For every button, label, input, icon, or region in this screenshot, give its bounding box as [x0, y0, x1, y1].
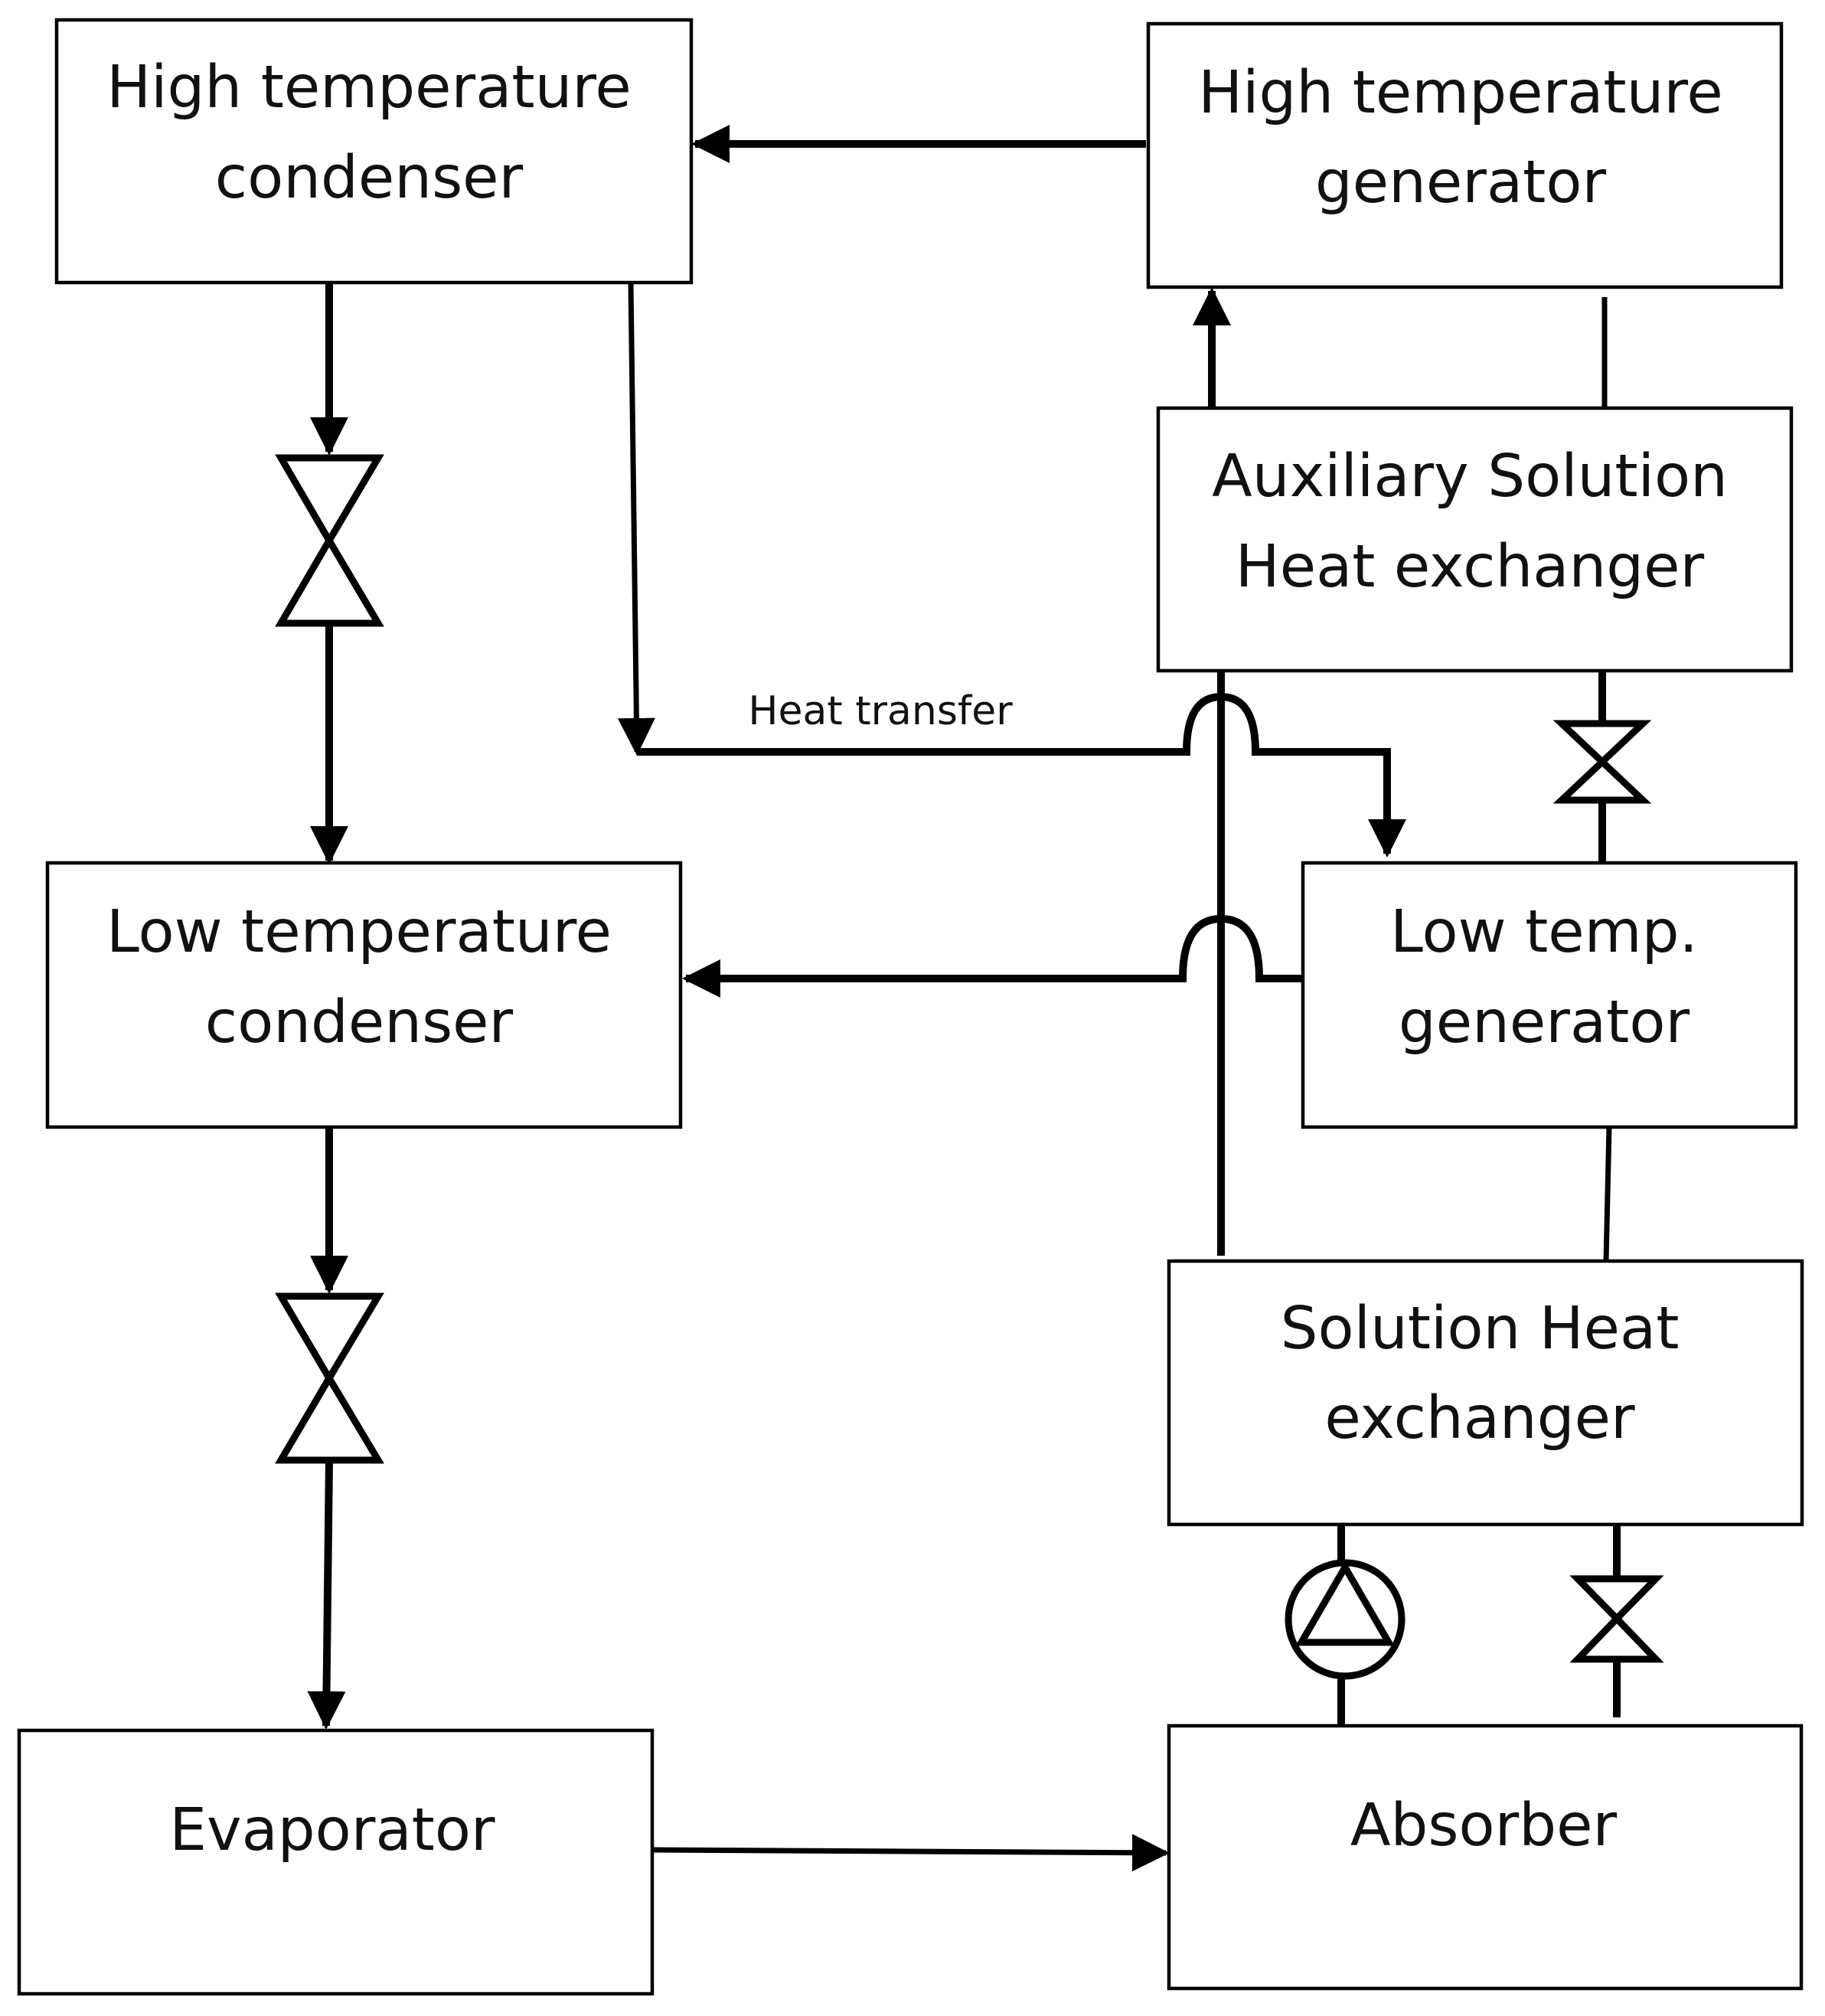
solution-valve-4-icon: [1569, 1575, 1664, 1663]
absorber: Absorber: [1167, 1724, 1804, 1991]
low-temperature-generator-label-line2: generator: [1399, 988, 1690, 1057]
low-temperature-generator-label-line1: Low temp.: [1390, 898, 1698, 966]
auxiliary-solution-heat-exchanger: Auxiliary Solution Heat exchanger: [1156, 406, 1794, 673]
solution-valve-3-icon: [1552, 720, 1652, 804]
flow-ltg-to-ltc: [682, 914, 1303, 998]
evaporator-label: Evaporator: [169, 1796, 495, 1864]
low-temperature-condenser: Low temperature condenser: [45, 861, 683, 1129]
solution-heat-exchanger: Solution Heat exchanger: [1167, 1259, 1804, 1527]
high-temperature-generator-label-line1: High temperature: [1198, 59, 1722, 127]
expansion-valve-1-icon: [275, 454, 384, 627]
flow-heat-transfer-htc: [617, 282, 655, 756]
low-temperature-condenser-label-line2: condenser: [205, 988, 514, 1057]
solution-heat-exchanger-label-line2: exchanger: [1324, 1384, 1635, 1452]
solution-heat-exchanger-label-line1: Solution Heat: [1281, 1295, 1680, 1363]
flow-valve2-to-evaporator: [307, 1459, 346, 1730]
high-temperature-generator: High temperature generator: [1146, 21, 1784, 289]
heat-transfer-label: Heat transfer: [748, 688, 1013, 734]
high-temperature-condenser-label-line2: condenser: [215, 144, 524, 212]
high-temperature-condenser: High temperature condenser: [54, 18, 694, 285]
pipe-ltg-to-shx: [1603, 1126, 1612, 1262]
high-temperature-condenser-label-line1: High temperature: [106, 54, 631, 122]
auxiliary-solution-heat-exchanger-label-line2: Heat exchanger: [1236, 533, 1705, 601]
auxiliary-solution-heat-exchanger-label-line1: Auxiliary Solution: [1212, 443, 1728, 511]
low-temperature-generator: Low temp. generator: [1301, 861, 1798, 1129]
flow-evaporator-to-absorber: [651, 1834, 1170, 1872]
expansion-valve-2-icon: [275, 1292, 384, 1464]
high-temperature-generator-label-line2: generator: [1315, 149, 1607, 217]
solution-pump-icon: [1285, 1559, 1405, 1680]
absorber-label: Absorber: [1350, 1792, 1618, 1860]
evaporator: Evaporator: [17, 1728, 655, 1996]
low-temperature-condenser-label-line1: Low temperature: [106, 898, 612, 966]
